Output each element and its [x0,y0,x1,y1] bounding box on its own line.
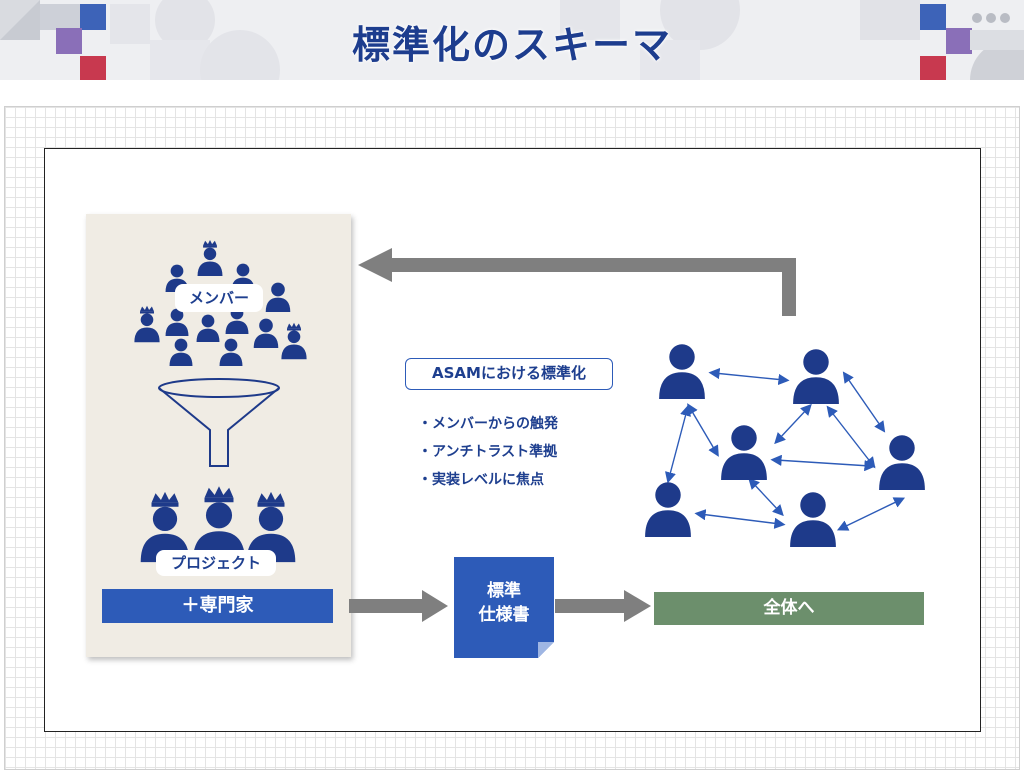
bullet-item: ・アンチトラスト準拠 [418,444,558,460]
to-all-bar: 全体へ [654,592,924,625]
network-connections [665,367,906,531]
network-people-icon [645,344,925,547]
project-label: プロジェクト [156,550,276,576]
bullet-item: ・実装レベルに焦点 [418,472,544,488]
standard-spec-document-icon: 標準 仕様書 [454,557,554,658]
feature-bullet-list: ・メンバーからの触発 ・アンチトラスト準拠 ・実装レベルに焦点 [418,410,558,494]
bullet-item: ・メンバーからの触発 [418,416,558,432]
page-title: 標準化のスキーマ [351,23,672,67]
header-banner: 標準化のスキーマ [0,0,1024,80]
flow-arrow-to-all-icon [555,590,651,622]
feedback-arrow-icon [358,248,796,316]
asam-standardization-label: ASAMにおける標準化 [405,358,613,390]
spec-line-2: 仕様書 [478,605,530,625]
spec-line-1: 標準 [487,581,521,601]
funnel-icon [158,378,280,467]
experts-bar: ＋専門家 [102,589,333,623]
banner-decoration [0,0,1024,80]
flow-arrow-to-spec-icon [349,590,448,622]
members-label: メンバー [175,284,263,312]
